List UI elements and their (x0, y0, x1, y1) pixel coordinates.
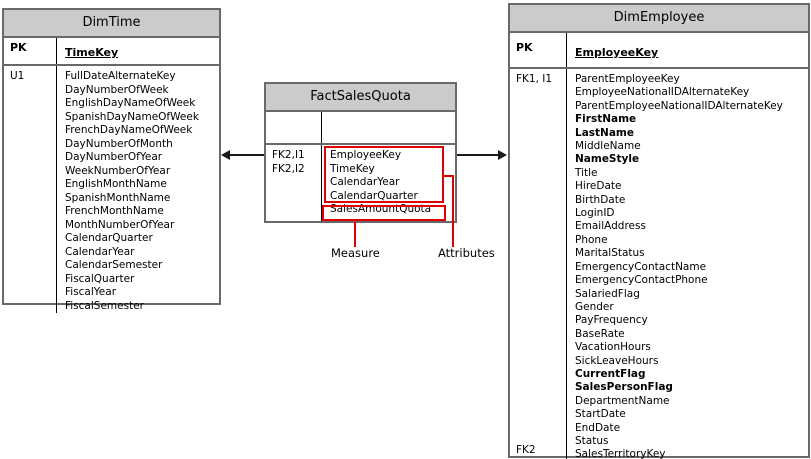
attribute-row: EmergencyContactPhone (575, 274, 708, 287)
pk-label: PK (510, 33, 567, 67)
attribute-row: SalariedFlag (575, 287, 640, 300)
attribute-row: MiddleName (575, 140, 641, 153)
attribute-row: Title (575, 166, 598, 179)
attribute-row: EmployeeNationalIDAlternateKey (575, 86, 750, 99)
attribute-row: Gender (575, 300, 614, 313)
table-dimemployee: DimEmployee PK EmployeeKey FK1, I1 FK2 P… (508, 3, 810, 459)
attribute-row: EndDate (575, 421, 621, 434)
pk-field: TimeKey (65, 46, 119, 59)
pk-row: PK TimeKey (4, 38, 219, 66)
attribute-row: FrenchMonthName (65, 205, 164, 217)
attribute-row: PayFrequency (575, 314, 648, 327)
key-column: U1 (4, 66, 57, 313)
attribute-row: MaritalStatus (575, 247, 645, 260)
arrow-left-icon (221, 150, 230, 160)
attributes-highlight-box (324, 146, 444, 203)
attribute-row: CalendarYear (330, 176, 400, 188)
attribute-row: BaseRate (575, 327, 625, 340)
attribute-row: TimeKey (330, 162, 375, 175)
attribute-row: DepartmentName (575, 394, 670, 407)
pk-label (266, 112, 322, 143)
measure-callout-line (354, 221, 356, 247)
attribute-row: FullDateAlternateKey (65, 70, 176, 82)
attribute-row: SpanishDayNameOfWeek (65, 110, 199, 123)
attribute-row: WeekNumberOfYear (65, 164, 171, 177)
attribute-row: CalendarYear (65, 245, 135, 258)
key-column: FK1, I1 FK2 (510, 69, 567, 459)
attribute-row: EmployeeKey (330, 149, 402, 161)
attribute-row: FK2,I1 (272, 149, 305, 161)
relationship-line-dimemployee (457, 154, 499, 156)
relationship-line-dimtime (229, 154, 264, 156)
attribute-row: ParentEmployeeKey (575, 73, 680, 85)
pk-field: EmployeeKey (575, 46, 659, 59)
pk-row-empty (266, 112, 455, 145)
attributes-callout-line-vertical (452, 175, 454, 247)
attribute-row: StartDate (575, 408, 626, 421)
attribute-row: FirstName (575, 113, 637, 126)
attributes-callout-line-horizontal (444, 175, 454, 177)
attribute-row: BirthDate (575, 193, 626, 206)
attribute-row: Status (575, 434, 609, 447)
attribute-row: DayNumberOfYear (65, 151, 163, 163)
table-dimtime: DimTime PK TimeKey U1 FullDateAlternateK… (2, 8, 221, 313)
attribute-row: SalesPersonFlag (575, 381, 673, 394)
attribute-row: FiscalQuarter (65, 272, 135, 285)
attribute-row: CalendarQuarter (65, 232, 153, 244)
attribute-row: FK2,I2 (272, 162, 305, 175)
arrow-right-icon (498, 150, 507, 160)
measure-highlight-box (322, 205, 446, 221)
attribute-row: CalendarSemester (65, 259, 163, 271)
attribute-row: LastName (575, 126, 634, 139)
table-title: DimEmployee (510, 5, 808, 33)
measure-label: Measure (331, 246, 380, 260)
attribute-row: EmailAddress (575, 220, 646, 233)
attribute-row: ParentEmployeeNationalIDAlternateKey (575, 99, 783, 112)
attribute-row: FiscalSemester (65, 299, 144, 312)
key-label-bottom: FK2 (516, 444, 536, 457)
attribute-row: SickLeaveHours (575, 354, 659, 367)
table-title: FactSalesQuota (266, 84, 455, 112)
attribute-row: SalesTerritoryKey (575, 448, 666, 459)
table-title: DimTime (4, 10, 219, 38)
pk-field-cell: EmployeeKey (567, 33, 808, 67)
attribute-row: Phone (575, 233, 608, 246)
attribute-row: VacationHours (575, 341, 651, 354)
attribute-row: CalendarQuarter (330, 189, 418, 202)
attribute-row: EnglishDayNameOfWeek (65, 97, 196, 109)
attribute-row: EmergencyContactName (575, 260, 707, 273)
pk-label: PK (4, 38, 57, 64)
attribute-row: DayNumberOfWeek (65, 83, 169, 96)
attributes-label: Attributes (438, 246, 495, 260)
pk-field-cell: TimeKey (57, 38, 219, 64)
attribute-row: SpanishMonthName (65, 191, 171, 204)
attribute-row: CurrentFlag (575, 367, 646, 380)
attribute-row: FiscalYear (65, 286, 117, 298)
pk-field-cell (322, 112, 455, 143)
attribute-row: HireDate (575, 180, 622, 193)
attribute-row: LoginID (575, 207, 615, 220)
key-label-top: FK1, I1 (516, 73, 553, 85)
key-label: U1 (10, 70, 25, 82)
attribute-row: NameStyle (575, 153, 640, 166)
attribute-row: FrenchDayNameOfWeek (65, 124, 193, 136)
attribute-row: MonthNumberOfYear (65, 218, 175, 231)
pk-row: PK EmployeeKey (510, 33, 808, 69)
attribute-row: DayNumberOfMonth (65, 137, 173, 150)
attribute-row: EnglishMonthName (65, 178, 167, 190)
